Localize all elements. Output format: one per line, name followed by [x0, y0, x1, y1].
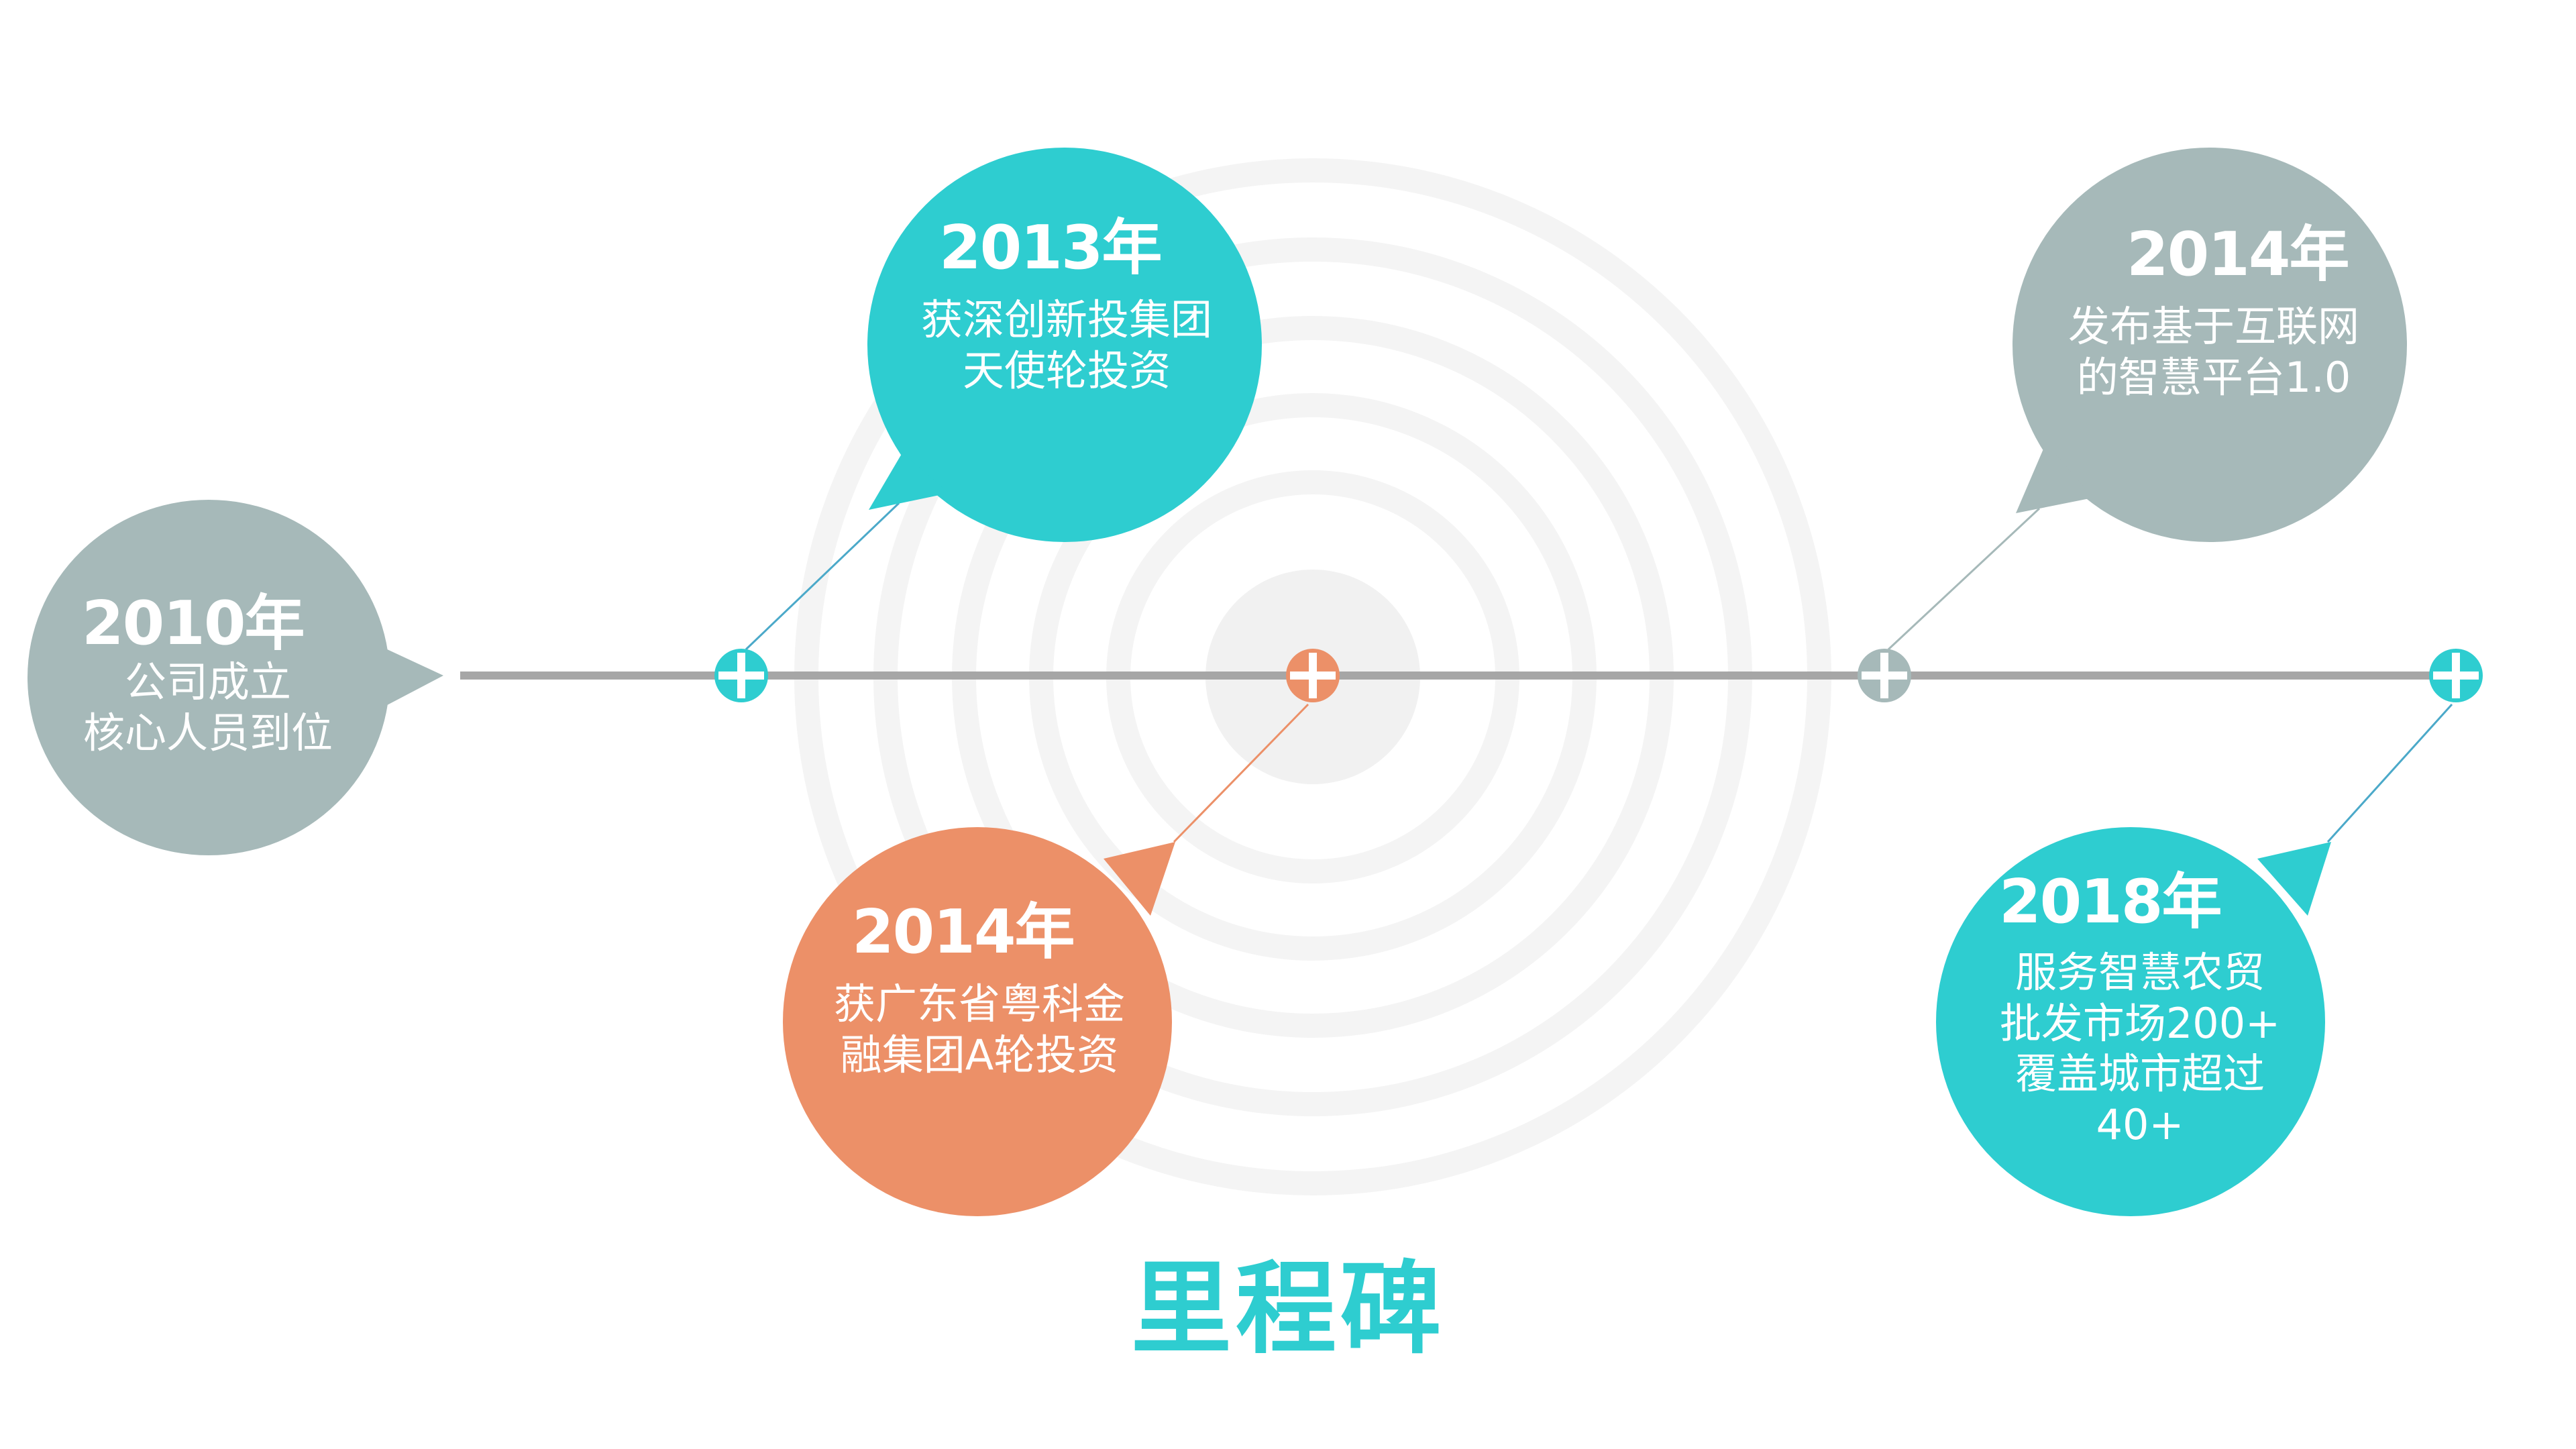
timeline-bar [460, 672, 2456, 680]
connector-2014-orange [1173, 703, 1309, 843]
bubble-2014-platform [2012, 148, 2407, 542]
timeline-node-2[interactable] [1286, 649, 1340, 702]
connector-2014-grey [1887, 507, 2041, 651]
milestone-desc-line: 服务智慧农贸 [2015, 948, 2265, 997]
bubble-2010 [28, 500, 443, 855]
milestone-2014-platform: 2014年 发布基于互联网 的智慧平台1.0 [2019, 221, 2408, 402]
milestone-year: 2014年 [852, 897, 1075, 967]
bubble-2018 [1936, 827, 2331, 1216]
milestone-desc-line: 天使轮投资 [962, 345, 1171, 395]
bubble-2014-investment [783, 827, 1175, 1216]
milestone-2014-investment: 2014年 获广东省粤科金 融集团A轮投资 [785, 899, 1174, 1080]
milestone-desc-line: 批发市场200+ [1999, 998, 2281, 1048]
connector-2013 [745, 502, 900, 651]
plus-icon [1862, 653, 1907, 698]
milestone-desc-line: 公司成立 [124, 657, 291, 706]
page-title: 里程碑 [1130, 1251, 1445, 1368]
milestone-desc-line: 覆盖城市超过 [2015, 1049, 2265, 1099]
timeline-node-1[interactable] [714, 649, 768, 702]
connector-2018 [2326, 703, 2453, 843]
milestone-year: 2014年 [2127, 219, 2350, 290]
bubble-2013 [867, 148, 1262, 542]
timeline-node-3[interactable] [1858, 649, 1911, 702]
milestone-year: 2010年 [82, 588, 305, 659]
milestone-2010: 2010年 公司成立 核心人员到位 [40, 590, 376, 758]
milestone-desc-line: 获深创新投集团 [920, 295, 1212, 344]
milestone-desc-line: 获广东省粤科金 [833, 979, 1125, 1028]
milestone-year: 2013年 [939, 213, 1163, 283]
milestone-desc-line: 发布基于互联网 [2068, 302, 2359, 351]
timeline-node-4[interactable] [2429, 649, 2483, 702]
milestone-2018: 2018年 服务智慧农贸 批发市场200+ 覆盖城市超过 40+ [1945, 869, 2334, 1150]
milestone-desc-line: 40+ [2096, 1099, 2184, 1149]
milestone-desc-line: 核心人员到位 [83, 708, 333, 757]
milestone-desc-line: 融集团A轮投资 [840, 1030, 1119, 1079]
milestone-desc-line: 的智慧平台1.0 [2076, 352, 2351, 402]
milestone-2013: 2013年 获深创新投集团 天使轮投资 [872, 215, 1261, 396]
plus-icon [2433, 653, 2479, 698]
plus-icon [718, 653, 764, 698]
plus-icon [1290, 653, 1336, 698]
milestone-year: 2018年 [1999, 867, 2222, 937]
